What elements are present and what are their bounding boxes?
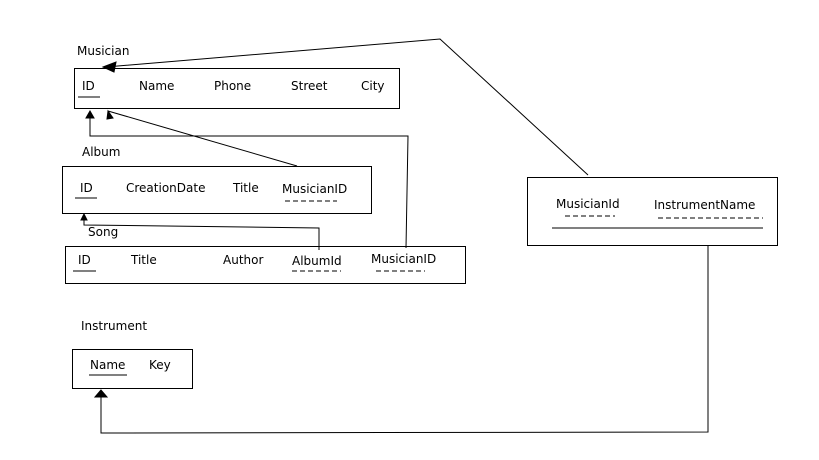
instrument-title: Instrument [81, 319, 148, 333]
musician-field-city: City [361, 79, 385, 93]
album-field-id: ID [80, 181, 93, 195]
album-field-title: Title [233, 181, 259, 195]
album-title: Album [82, 145, 121, 159]
plays-musician-line [105, 38, 589, 176]
song-field-id: ID [78, 253, 91, 267]
song-field-title: Title [131, 253, 157, 267]
instrument-field-name: Name [90, 358, 126, 372]
song-title: Song [88, 225, 119, 239]
musician-table [74, 68, 400, 109]
song-field-albumid: AlbumId [292, 254, 342, 268]
album-table [62, 166, 372, 214]
album-musician-line [107, 110, 298, 167]
plays-field-musicianid: MusicianId [556, 197, 620, 211]
musician-field-phone: Phone [214, 79, 252, 93]
song-table [65, 246, 466, 284]
instrument-table [72, 349, 193, 389]
album-field-creationdate: CreationDate [126, 181, 206, 195]
musician-title: Musician [77, 44, 130, 58]
arrowhead-song-album [80, 212, 88, 221]
plays-instrument-line [100, 246, 709, 434]
musician-field-street: Street [291, 79, 328, 93]
arrowhead-plays-musician [101, 61, 117, 73]
plays-table [527, 177, 778, 246]
song-album-line [83, 215, 320, 250]
musician-field-name: Name [139, 79, 175, 93]
arrowhead-song-musician [85, 109, 95, 119]
song-musician-line [89, 113, 409, 249]
song-field-musicianid: MusicianID [371, 252, 437, 266]
instrument-field-key: Key [149, 358, 171, 372]
arrowhead-plays-instrument [93, 389, 109, 398]
album-field-musicianid: MusicianID [282, 182, 348, 196]
musician-field-id: ID [82, 79, 95, 93]
plays-field-instrumentname: InstrumentName [654, 198, 756, 212]
song-field-author: Author [223, 253, 264, 267]
arrowhead-album-musician [106, 109, 114, 120]
